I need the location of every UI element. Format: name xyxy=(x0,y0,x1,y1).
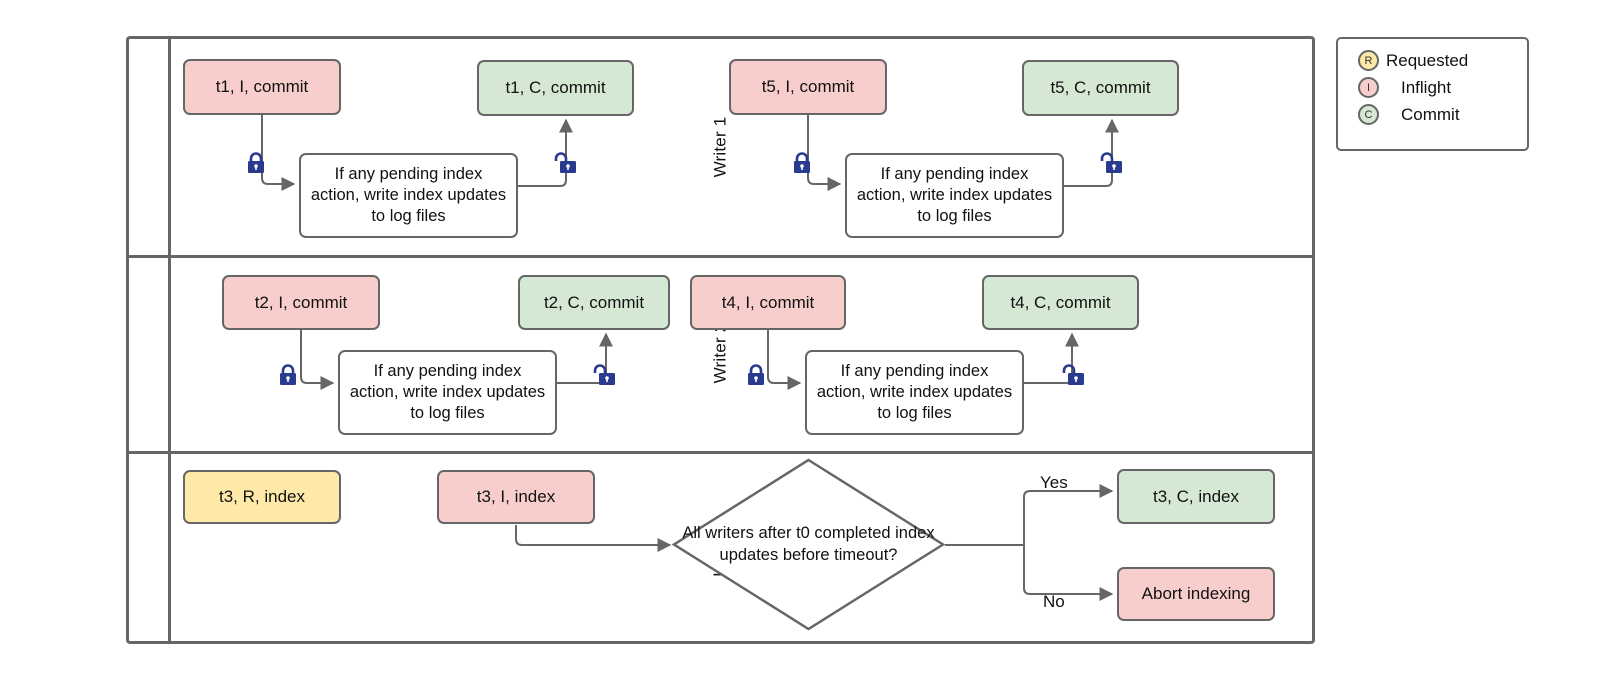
node-indexer-abort[interactable]: Abort indexing xyxy=(1117,567,1275,621)
legend-item-commit: C Commit xyxy=(1358,101,1527,128)
node-indexer-decision[interactable]: All writers after t0 completed index upd… xyxy=(671,458,946,631)
node-w2-process-a[interactable]: If any pending index action, write index… xyxy=(338,350,557,435)
legend-label-requested: Requested xyxy=(1386,50,1469,70)
node-w1-t1-commit[interactable]: t1, C, commit xyxy=(477,60,634,116)
lane-label-column xyxy=(129,39,171,641)
node-w2-process-a-label: If any pending index action, write index… xyxy=(349,361,546,423)
lock-open-icon xyxy=(554,152,576,173)
node-indexer-t3-commit-label: t3, C, index xyxy=(1153,486,1239,506)
legend-item-requested: R Requested xyxy=(1358,47,1527,74)
node-indexer-t3-inflight[interactable]: t3, I, index xyxy=(437,470,595,524)
node-w1-t1-inflight[interactable]: t1, I, commit xyxy=(183,59,341,115)
node-indexer-t3-requested-label: t3, R, index xyxy=(219,487,305,507)
node-w1-t1-commit-label: t1, C, commit xyxy=(505,78,606,98)
legend-badge-commit-letter: C xyxy=(1364,108,1373,121)
lock-open-icon xyxy=(1100,152,1122,173)
edge-label-yes: Yes xyxy=(1040,473,1068,492)
legend-badge-requested-icon: R xyxy=(1358,50,1379,71)
lock-closed-icon xyxy=(748,364,764,385)
node-w2-t2-commit-label: t2, C, commit xyxy=(543,292,645,312)
node-w1-process-b[interactable]: If any pending index action, write index… xyxy=(845,153,1064,238)
node-indexer-abort-label: Abort indexing xyxy=(1141,584,1251,604)
node-w1-t5-inflight[interactable]: t5, I, commit xyxy=(729,59,887,115)
node-indexer-t3-commit[interactable]: t3, C, index xyxy=(1117,469,1275,524)
node-w2-t2-inflight-label: t2, I, commit xyxy=(254,292,348,312)
lane-divider-1 xyxy=(129,255,1312,258)
lock-closed-icon xyxy=(794,152,810,173)
node-w1-process-b-label: If any pending index action, write index… xyxy=(856,164,1053,226)
lock-open-icon xyxy=(1062,364,1084,385)
node-w1-process-a[interactable]: If any pending index action, write index… xyxy=(299,153,518,238)
lock-closed-icon xyxy=(280,364,296,385)
node-w2-process-b-label: If any pending index action, write index… xyxy=(816,361,1013,423)
legend-badge-requested-letter: R xyxy=(1364,54,1373,67)
node-w2-t4-inflight[interactable]: t4, I, commit xyxy=(690,275,846,330)
node-w1-t1-inflight-label: t1, I, commit xyxy=(215,77,309,97)
legend-badge-inflight-letter: I xyxy=(1366,81,1371,94)
node-w2-t4-commit[interactable]: t4, C, commit xyxy=(982,275,1139,330)
legend-panel: R Requested I Inflight C Commit xyxy=(1336,37,1529,151)
lane-divider-2 xyxy=(129,451,1312,454)
lock-closed-icon xyxy=(248,152,264,173)
node-w1-t5-inflight-label: t5, I, commit xyxy=(761,77,855,97)
node-w2-t2-commit[interactable]: t2, C, commit xyxy=(518,275,670,330)
legend-badge-inflight-icon: I xyxy=(1358,77,1379,98)
node-w2-t2-inflight[interactable]: t2, I, commit xyxy=(222,275,380,330)
node-w2-t4-commit-label: t4, C, commit xyxy=(1010,292,1111,312)
legend-label-commit: Commit xyxy=(1401,104,1460,124)
lane-label-writer-1-text: Writer 1 xyxy=(710,116,730,178)
node-w1-t5-commit[interactable]: t5, C, commit xyxy=(1022,60,1179,116)
legend-badge-commit-icon: C xyxy=(1358,104,1379,125)
node-w2-t4-inflight-label: t4, I, commit xyxy=(721,292,815,312)
node-w1-process-a-label: If any pending index action, write index… xyxy=(310,164,507,226)
node-indexer-t3-requested[interactable]: t3, R, index xyxy=(183,470,341,524)
node-w1-t5-commit-label: t5, C, commit xyxy=(1050,78,1151,98)
node-indexer-t3-inflight-label: t3, I, index xyxy=(476,487,556,507)
lane-label-writer-2-text: Writer 2 xyxy=(710,322,730,384)
node-w2-process-b[interactable]: If any pending index action, write index… xyxy=(805,350,1024,435)
node-indexer-decision-label: All writers after t0 completed index upd… xyxy=(682,524,935,564)
lock-open-icon xyxy=(593,364,615,385)
edge-label-no: No xyxy=(1043,592,1065,611)
legend-item-inflight: I Inflight xyxy=(1358,74,1527,101)
legend-label-inflight: Inflight xyxy=(1401,77,1452,97)
